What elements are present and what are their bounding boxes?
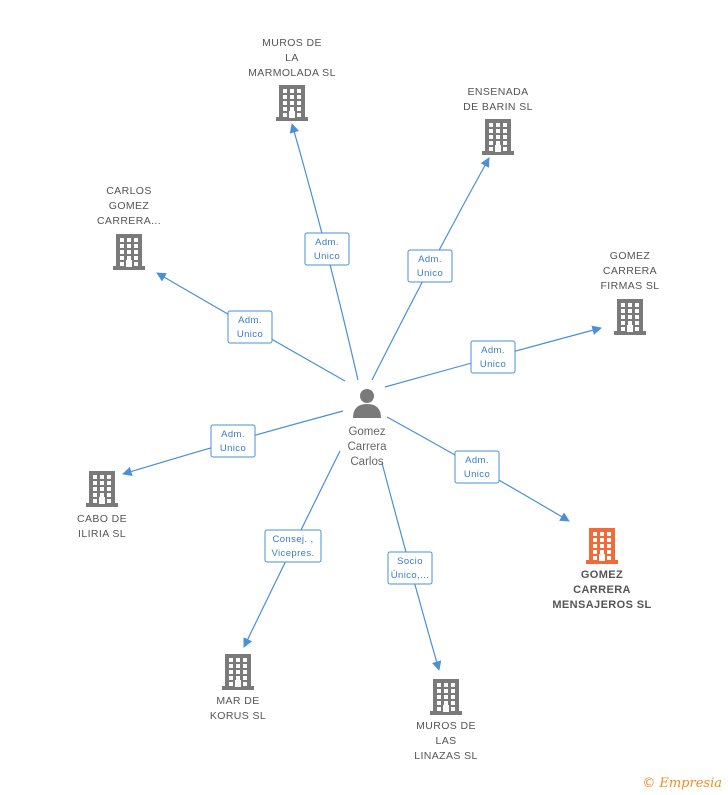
building-icon	[86, 471, 118, 507]
edge-label-gomez-carrera-mensajeros[interactable]: Adm. Unico	[454, 450, 500, 484]
edge-label-line: Unico	[237, 329, 263, 340]
node-label-line: MUROS DE	[262, 37, 322, 49]
edge-label-line: Adm.	[481, 345, 505, 356]
brand-name: Empresia	[659, 776, 722, 791]
edge-label-line: Adm.	[221, 429, 245, 440]
node-label-line: CARRERA...	[97, 215, 161, 227]
edge-label-cabo-iliria[interactable]: Adm. Unico	[210, 424, 256, 458]
building-icon	[113, 234, 145, 270]
edge-label-line: Único,...	[391, 570, 429, 581]
edge-label-gomez-carrera-firmas[interactable]: Adm. Unico	[470, 340, 516, 374]
edge-label-line: Vicepres.	[271, 548, 314, 559]
edge-label-carlos-gomez-carrera[interactable]: Adm. Unico	[227, 310, 273, 344]
edge-label-mar-korus[interactable]: Consej. , Vicepres.	[264, 529, 322, 563]
node-gomez-carrera-firmas[interactable]: GOMEZ CARRERA FIRMAS SL	[600, 250, 659, 335]
node-label-line: GOMEZ	[610, 250, 651, 262]
node-ensenada-barin[interactable]: ENSENADA DE BARIN SL	[463, 86, 533, 155]
center-label-line: Carrera	[348, 441, 388, 453]
edge-label-line: Unico	[314, 251, 340, 262]
node-label-line: MUROS DE	[416, 720, 476, 732]
edge-label-line: Unico	[464, 469, 490, 480]
node-label-line: LAS	[435, 735, 456, 747]
node-muros-marmolada[interactable]: MUROS DE LA MARMOLADA SL	[248, 37, 336, 121]
edge-label-line: Unico	[417, 268, 443, 279]
node-cabo-iliria[interactable]: CABO DE ILIRIA SL	[77, 471, 127, 540]
person-icon	[353, 389, 381, 418]
edge-label-line: Socio	[397, 556, 423, 567]
node-label-line: GOMEZ	[581, 569, 623, 581]
edge-label-muros-marmolada[interactable]: Adm. Unico	[304, 232, 350, 266]
building-icon	[586, 528, 618, 564]
node-label-line: CARRERA	[603, 265, 657, 277]
center-label-line: Carlos	[350, 456, 383, 468]
node-label-line: ENSENADA	[468, 86, 529, 98]
edge-label-line: Adm.	[418, 254, 442, 265]
building-icon	[482, 119, 514, 155]
edge-label-line: Adm.	[465, 455, 489, 466]
footer-brand[interactable]: ©Empresia	[642, 776, 722, 791]
node-mar-korus[interactable]: MAR DE KORUS SL	[210, 654, 266, 722]
node-label-line: KORUS SL	[210, 710, 266, 722]
edge-label-muros-linazas[interactable]: SocioÚnico,...	[387, 551, 433, 585]
node-label-line: DE BARIN SL	[463, 101, 533, 113]
node-label-line: CABO DE	[77, 513, 127, 525]
node-label-line: MARMOLADA SL	[248, 67, 336, 79]
edge-label-line: Consej. ,	[272, 534, 313, 545]
node-label-line: MENSAJEROS SL	[552, 599, 651, 611]
building-icon	[614, 299, 646, 335]
edge-label-line: Unico	[220, 443, 246, 454]
edge-label-line: Adm.	[315, 237, 339, 248]
node-label-line: LA	[285, 52, 299, 64]
node-muros-linazas[interactable]: MUROS DE LAS LINAZAS SL	[414, 679, 478, 762]
building-icon	[222, 654, 254, 690]
node-label-line: GOMEZ	[109, 200, 150, 212]
building-icon	[430, 679, 462, 715]
building-icon	[276, 85, 308, 121]
node-label-line: LINAZAS SL	[414, 750, 478, 762]
node-gomez-carrera-mensajeros[interactable]: GOMEZ CARRERA MENSAJEROS SL	[552, 528, 651, 611]
node-label-line: CARRERA	[573, 584, 631, 596]
node-label-line: MAR DE	[216, 695, 259, 707]
center-label-line: Gomez	[348, 426, 385, 438]
edge-label-ensenada-barin[interactable]: Adm. Unico	[407, 249, 453, 283]
edge-label-line: Adm.	[238, 315, 262, 326]
node-label-line: FIRMAS SL	[600, 280, 659, 292]
node-carlos-gomez-carrera[interactable]: CARLOS GOMEZ CARRERA...	[97, 185, 161, 270]
node-label-line: CARLOS	[106, 185, 152, 197]
edge-label-line: Unico	[480, 359, 506, 370]
node-label-line: ILIRIA SL	[78, 528, 126, 540]
copyright-icon: ©	[642, 776, 656, 791]
